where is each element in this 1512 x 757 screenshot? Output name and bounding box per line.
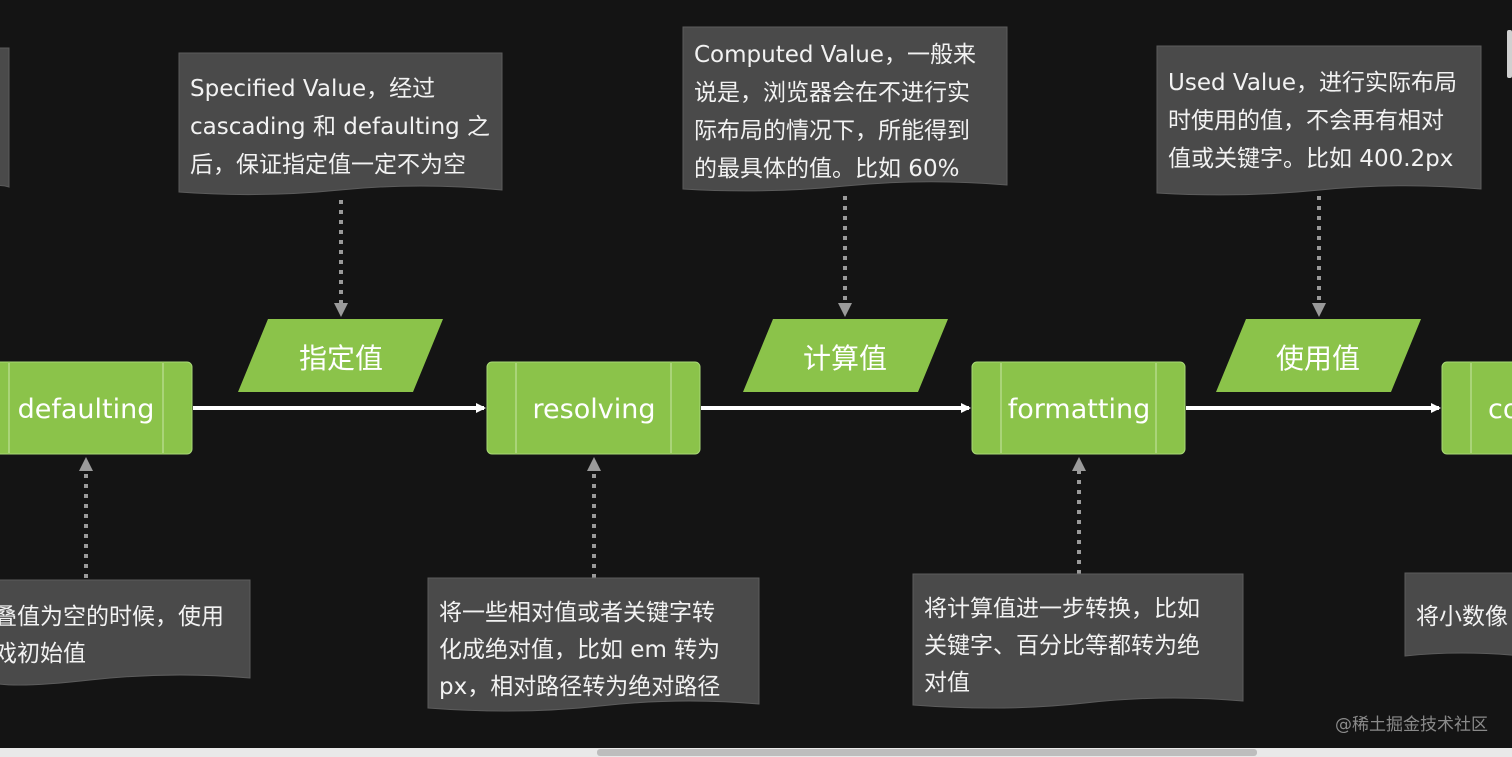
process-last-partial: co	[1441, 361, 1512, 455]
note-specified-line-1: Specified Value，经过	[190, 76, 435, 102]
note-defaulting-line-2: 戏初始值	[0, 641, 86, 667]
note-formatting-line-2: 关键字、百分比等都转为绝	[924, 633, 1200, 659]
note-resolving: 将一些相对值或者关键字转 化成绝对值，比如 em 转为 px，相对路径转为绝对路…	[427, 577, 760, 712]
process-resolving-label: resolving	[533, 394, 656, 425]
note-computed-line-3: 际布局的情况下，所能得到	[694, 118, 970, 144]
note-defaulting: 叠值为空的时候，使用 戏初始值	[0, 579, 251, 686]
data-specified-value: 指定值	[238, 319, 443, 392]
process-defaulting: defaulting	[0, 361, 193, 455]
note-computed-line-1: Computed Value，一般来	[694, 42, 976, 68]
process-resolving: resolving	[486, 361, 701, 455]
data-used-value: 使用值	[1216, 319, 1421, 392]
note-resolving-line-1: 将一些相对值或者关键字转	[439, 600, 715, 626]
horizontal-scrollbar-thumb[interactable]	[597, 749, 1257, 756]
data-specified-label: 指定值	[299, 342, 383, 375]
note-computed-line-2: 说是，浏览器会在不进行实	[694, 80, 970, 106]
note-used-line-3: 值或关键字。比如 400.2px	[1168, 146, 1453, 172]
data-computed-value: 计算值	[743, 319, 948, 392]
note-formatting-line-3: 对值	[924, 670, 970, 696]
horizontal-scrollbar[interactable]	[0, 748, 1512, 757]
note-resolving-line-2: 化成绝对值，比如 em 转为	[439, 637, 720, 663]
note-used-line-2: 时使用的值，不会再有相对	[1168, 108, 1444, 134]
note-computed-line-4: 的最具体的值。比如 60%	[694, 156, 959, 182]
note-computed-value: Computed Value，一般来 说是，浏览器会在不进行实 际布局的情况下，…	[682, 26, 1008, 192]
note-top-left-partial	[0, 47, 10, 188]
note-defaulting-line-1: 叠值为空的时候，使用	[0, 604, 224, 630]
note-used-line-1: Used Value，进行实际布局	[1168, 70, 1457, 96]
vertical-scrollbar-thumb[interactable]	[1507, 30, 1512, 78]
note-formatting-line-1: 将计算值进一步转换，比如	[924, 596, 1200, 622]
note-specified-line-3: 后，保证指定值一定不为空	[190, 152, 466, 178]
process-formatting-label: formatting	[1008, 394, 1150, 425]
note-used-value: Used Value，进行实际布局 时使用的值，不会再有相对 值或关键字。比如 …	[1156, 45, 1482, 196]
process-last-partial-label: co	[1488, 394, 1512, 425]
note-specified-line-2: cascading 和 defaulting 之	[190, 114, 490, 140]
process-defaulting-label: defaulting	[18, 394, 155, 425]
note-resolving-line-3: px，相对路径转为绝对路径	[439, 674, 720, 700]
note-specified-value: Specified Value，经过 cascading 和 defaultin…	[178, 52, 503, 196]
note-last-partial: 将小数像	[1404, 572, 1512, 657]
process-formatting: formatting	[971, 361, 1186, 455]
note-formatting: 将计算值进一步转换，比如 关键字、百分比等都转为绝 对值	[912, 573, 1244, 709]
data-used-label: 使用值	[1276, 342, 1360, 375]
note-last-partial-line-1: 将小数像	[1416, 604, 1508, 630]
data-computed-label: 计算值	[803, 342, 887, 375]
watermark: @稀土掘金技术社区	[1335, 715, 1488, 735]
